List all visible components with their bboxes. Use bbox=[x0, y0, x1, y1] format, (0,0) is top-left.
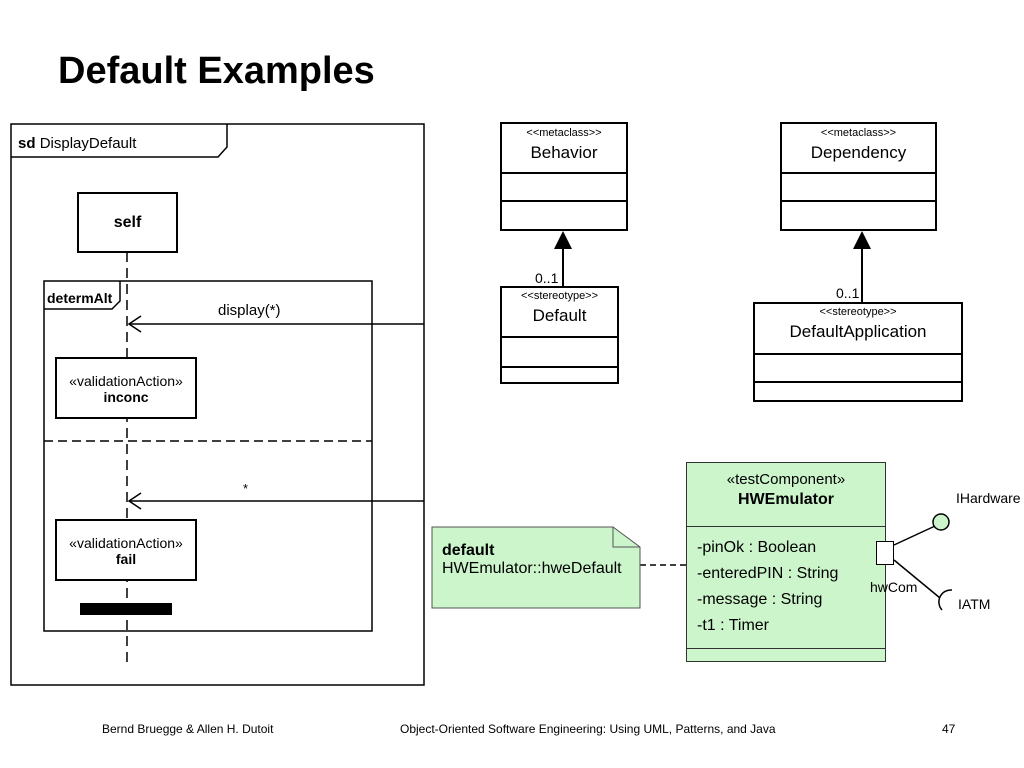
required-interface-icon bbox=[938, 589, 953, 611]
stop-bar bbox=[80, 603, 172, 615]
port-box bbox=[876, 541, 894, 565]
slide-title: Default Examples bbox=[58, 50, 375, 92]
message-display-label: display(*) bbox=[218, 302, 281, 319]
sd-keyword: sd bbox=[18, 135, 36, 152]
class-attr-compartment bbox=[502, 174, 626, 202]
note-text: HWEmulator::hweDefault bbox=[442, 560, 622, 577]
class-name: DefaultApplication bbox=[789, 322, 927, 341]
sd-name: DisplayDefault bbox=[39, 135, 137, 152]
port-to-required-line bbox=[893, 559, 941, 599]
class-name-compartment: <<stereotype>> Default bbox=[502, 288, 617, 338]
class-attr-compartment bbox=[755, 355, 961, 383]
default-multiplicity: 0..1 bbox=[535, 270, 559, 286]
lifeline-head: self bbox=[77, 192, 178, 253]
class-name-compartment: <<metaclass>> Dependency bbox=[782, 124, 935, 174]
port-label: hwCom bbox=[870, 579, 918, 595]
class-name: Behavior bbox=[530, 143, 598, 162]
validation-action-fail: «validationAction» fail bbox=[55, 519, 197, 581]
defapp-multiplicity: 0..1 bbox=[836, 285, 860, 301]
class-name: Dependency bbox=[810, 143, 907, 162]
component-header: «testComponent» HWEmulator bbox=[687, 463, 885, 527]
action-name: fail bbox=[115, 551, 137, 567]
message-display-arrowhead bbox=[127, 315, 142, 333]
action-name: inconc bbox=[103, 389, 149, 405]
attribute-item: -message : String bbox=[697, 591, 823, 608]
message-star-arrowhead bbox=[127, 492, 142, 510]
stereotype-default-application: <<stereotype>> DefaultApplication bbox=[753, 302, 963, 402]
class-stereotype: <<stereotype>> bbox=[520, 290, 599, 302]
port-to-provided-line bbox=[893, 525, 936, 546]
attribute-item: -pinOk : Boolean bbox=[697, 539, 817, 556]
required-interface-label: IATM bbox=[958, 596, 991, 612]
footer-authors: Bernd Bruegge & Allen H. Dutoit bbox=[102, 722, 274, 736]
alt-fragment-tab bbox=[44, 281, 121, 310]
component-name: HWEmulator bbox=[738, 491, 834, 508]
action-stereotype: «validationAction» bbox=[69, 535, 183, 551]
class-name: Default bbox=[532, 306, 587, 325]
note-title: default bbox=[442, 542, 495, 559]
provided-interface-icon bbox=[932, 513, 950, 531]
message-star-label: * bbox=[243, 481, 249, 496]
attribute-item: -t1 : Timer bbox=[697, 617, 770, 634]
class-name-compartment: <<metaclass>> Behavior bbox=[502, 124, 626, 174]
note-shape bbox=[431, 526, 641, 609]
extension-defapp-arrowhead bbox=[853, 231, 871, 249]
component-stereotype: «testComponent» bbox=[726, 471, 846, 488]
action-stereotype: «validationAction» bbox=[69, 373, 183, 389]
class-attr-compartment bbox=[782, 174, 935, 202]
fragment-label: determAlt bbox=[47, 290, 113, 306]
class-stereotype: <<metaclass>> bbox=[820, 127, 897, 139]
sd-frame bbox=[10, 123, 425, 686]
class-attr-compartment bbox=[502, 338, 617, 368]
metaclass-dependency: <<metaclass>> Dependency bbox=[780, 122, 937, 231]
attribute-item: -enteredPIN : String bbox=[697, 565, 839, 582]
class-name-compartment: <<stereotype>> DefaultApplication bbox=[755, 304, 961, 355]
page-number: 47 bbox=[942, 722, 956, 736]
default-note: default HWEmulator::hweDefault bbox=[442, 542, 622, 578]
provided-interface-label: IHardware bbox=[956, 490, 1021, 506]
stereotype-default: <<stereotype>> Default bbox=[500, 286, 619, 384]
sd-frame-tab bbox=[11, 124, 228, 158]
footer-book-title: Object-Oriented Software Engineering: Us… bbox=[400, 722, 776, 736]
alt-fragment bbox=[43, 280, 373, 632]
class-stereotype: <<stereotype>> bbox=[819, 306, 897, 318]
extension-default-arrowhead bbox=[554, 231, 572, 249]
metaclass-behavior: <<metaclass>> Behavior bbox=[500, 122, 628, 231]
sd-frame-label: sd DisplayDefault bbox=[18, 135, 136, 152]
component-attributes: -pinOk : Boolean -enteredPIN : String -m… bbox=[687, 527, 885, 649]
validation-action-inconc: «validationAction» inconc bbox=[55, 357, 197, 419]
class-stereotype: <<metaclass>> bbox=[526, 127, 602, 139]
note-fold bbox=[612, 527, 640, 548]
test-component-hwemulator: «testComponent» HWEmulator -pinOk : Bool… bbox=[686, 462, 886, 662]
